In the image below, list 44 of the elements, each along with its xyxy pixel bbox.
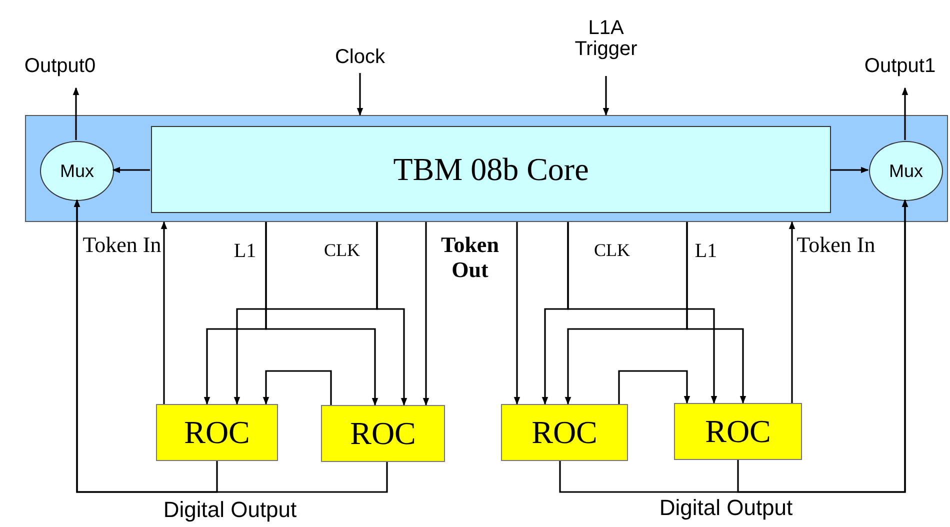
- signal-label: CLK: [593, 240, 631, 261]
- signal-label: Digital Output: [658, 495, 794, 520]
- signal-arrow: [567, 222, 718, 404]
- roc-chip: [321, 405, 445, 462]
- signal-arrow: [602, 76, 610, 116]
- block-label: ROC: [350, 416, 416, 450]
- output-label: Output0: [24, 56, 96, 76]
- signal-arrow: [262, 370, 332, 405]
- signal-label: Token In: [796, 232, 876, 258]
- signal-label: Digital Output: [162, 497, 298, 522]
- core-block: [151, 126, 831, 213]
- tbm-chip-box: [25, 115, 948, 222]
- signal-arrow: [830, 166, 869, 174]
- output-label: Output1: [864, 56, 936, 76]
- signal-arrow: [737, 199, 908, 493]
- roc-chip: [501, 404, 628, 461]
- signal-arrow: [74, 199, 388, 493]
- signal-arrow: [376, 222, 408, 406]
- block-label: Mux: [60, 162, 94, 180]
- signal-arrow: [422, 222, 430, 406]
- signal-arrow: [902, 87, 908, 140]
- block-label: ROC: [705, 414, 771, 448]
- block-label: ROC: [184, 416, 250, 450]
- signal-arrow: [686, 222, 746, 404]
- block-label: ROC: [532, 416, 598, 450]
- roc-chip: [156, 404, 278, 461]
- signal-arrow: [72, 87, 80, 140]
- signal-label: L1: [232, 240, 258, 263]
- input-label: Clock: [334, 46, 385, 68]
- block-label: Mux: [888, 162, 923, 180]
- signal-label: L1: [694, 240, 718, 263]
- signal-arrow: [356, 73, 364, 116]
- input-label: L1A Trigger: [574, 18, 638, 60]
- roc-chip: [674, 403, 802, 460]
- signal-arrow: [160, 221, 168, 404]
- signal-arrow: [265, 222, 378, 406]
- signal-arrow: [514, 222, 520, 405]
- signal-label: CLK: [323, 240, 361, 261]
- signal-arrow: [788, 221, 796, 403]
- signal-arrow: [618, 370, 690, 404]
- block-label: TBM 08b Core: [393, 152, 589, 186]
- signal-label: Token Out: [440, 232, 500, 283]
- signal-arrow: [112, 166, 150, 174]
- signal-label: Token In: [82, 232, 162, 258]
